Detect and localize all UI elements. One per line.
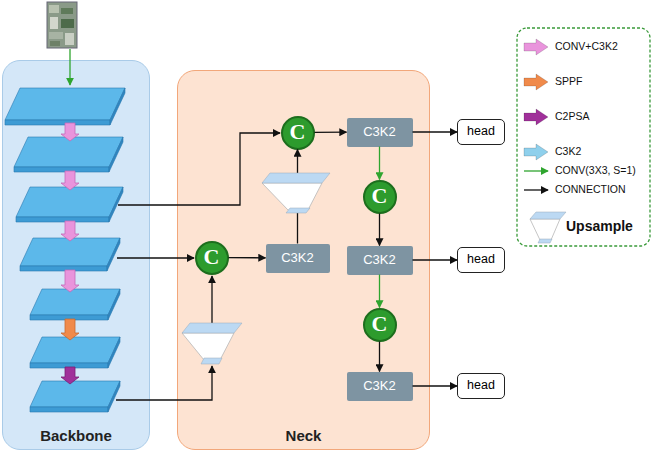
legend-text: C3K2 [555,145,581,157]
head-box: head [457,373,505,399]
concat-circle: C [363,308,397,342]
upsample-symbol [286,208,310,213]
legend-text: C2PSA [555,110,589,122]
feature-map [16,217,109,222]
connection-arrow [413,385,458,386]
node-label: C3K2 [363,379,396,393]
head-box: head [457,247,505,273]
feature-map [14,167,109,172]
upsample-symbol [182,323,242,333]
concat-circle: C [195,241,229,275]
connection-arrow [315,132,347,133]
panel-title: Backbone [40,428,112,445]
input-image [61,8,73,14]
node-label: C3K2 [363,125,396,139]
connection-wire [117,257,194,258]
upsample-symbol [262,173,330,183]
feature-map [30,381,120,407]
legend-frame [524,170,548,171]
input-image [49,32,63,39]
conv-arrow [379,275,380,308]
input-image [61,19,74,28]
node-label: head [467,379,495,393]
node-label: C [372,184,388,208]
node-label: head [467,253,495,267]
feature-map [30,407,108,412]
legend-frame [530,212,566,219]
legend-swatch [524,74,548,90]
input-image [65,33,74,45]
feature-map [5,88,125,120]
feature-map [20,266,107,271]
input-image [50,41,60,46]
concat-circle: C [363,180,397,214]
legend-text: SPPF [555,75,582,87]
connection-arrow [413,259,458,260]
input-image [47,2,77,48]
input-arrow [69,49,70,85]
connection-arrow [413,131,458,132]
head-box: head [457,119,505,145]
connection-wire [211,276,212,323]
legend-frame [530,219,560,240]
connection-arrow [379,214,380,246]
connection-arrow [229,257,266,258]
legend-text: Upsample [566,218,633,234]
c3k2-block: C3K2 [347,246,413,275]
c3k2-block: C3K2 [347,118,413,147]
node-label: C3K2 [363,253,396,267]
feature-map [14,137,123,167]
node-label: head [467,125,495,139]
input-image [47,2,77,48]
node-label: C3K2 [281,251,314,265]
legend-frame [517,28,650,246]
feature-map [16,187,123,217]
feature-map [20,238,120,266]
c3k2-block: C3K2 [266,244,330,273]
legend-frame [517,28,650,246]
neck-panel: NeckCC3K2CC3K2CC3K2CC3K2 [177,70,430,450]
legend-swatch [524,109,548,125]
upsample-symbol [201,358,222,364]
input-image [50,17,58,29]
legend-text: CONNECTION [555,183,626,195]
node-label: C [372,312,388,336]
feature-map [30,289,120,315]
conv-arrow [379,147,380,180]
legend-frame [538,239,552,243]
panel-title: Neck [286,428,322,445]
c3k2-block: C3K2 [347,372,413,401]
feature-map [30,337,120,363]
legend-swatch [524,39,548,55]
connection-arrow [379,342,380,372]
legend-swatch [524,144,548,160]
legend-text: CONV(3X3, S=1) [555,164,636,176]
block-arrow [61,123,79,384]
legend-text: CONV+C3K2 [555,40,618,52]
feature-map [5,120,110,125]
node-label: C [204,245,220,269]
node-label: C [290,120,306,144]
concat-circle: C [281,116,315,150]
input-image [49,5,59,13]
legend-frame [524,189,548,190]
